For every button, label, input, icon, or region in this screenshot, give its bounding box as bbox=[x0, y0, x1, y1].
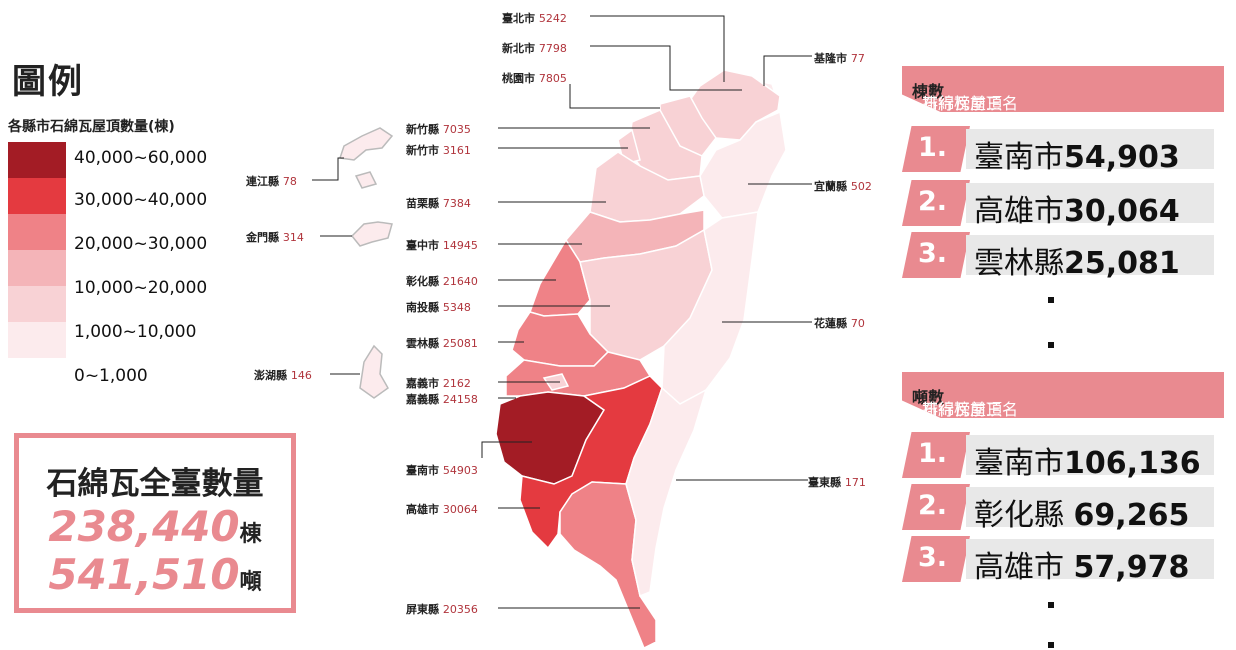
label-keelung: 基隆市 77 bbox=[814, 52, 865, 65]
ranking-buildings-header: 石綿瓦屋頂棟數排行榜前三名 bbox=[902, 66, 1224, 112]
total-title: 石綿瓦全臺數量 bbox=[46, 466, 264, 502]
legend-title: 圖例 bbox=[12, 62, 84, 102]
region-taitung bbox=[625, 386, 708, 598]
ranking-tonnage-header: 石綿瓦屋頂噸數排行榜前三名 bbox=[902, 372, 1224, 418]
label-pingtung: 屏東縣 20356 bbox=[406, 603, 478, 616]
label-taitung: 臺東縣 171 bbox=[808, 476, 866, 489]
label-lienchiang: 連江縣 78 bbox=[246, 175, 297, 188]
label-changhua: 彰化縣 21640 bbox=[406, 275, 478, 288]
rank-value: 69,265 bbox=[1073, 498, 1190, 533]
label-taoyuan: 桃園市 7805 bbox=[502, 72, 567, 85]
total-buildings-value: 238,440 bbox=[48, 502, 240, 551]
label-taichung: 臺中市 14945 bbox=[406, 239, 478, 252]
rank-number: 1. bbox=[918, 132, 948, 163]
rank-number: 3. bbox=[918, 542, 948, 573]
total-buildings-unit: 棟 bbox=[239, 522, 262, 547]
region-penghu bbox=[359, 344, 389, 399]
total-tonnage-unit: 噸 bbox=[239, 570, 262, 595]
rank-value: 30,064 bbox=[1064, 194, 1180, 229]
legend-subtitle: 各縣市石綿瓦屋頂數量(棟) bbox=[8, 119, 175, 135]
ranking-buildings-item-1: 1. 臺南市54,903 bbox=[902, 126, 1224, 175]
label-new-taipei: 新北市 7798 bbox=[502, 42, 567, 55]
label-tainan: 臺南市 54903 bbox=[406, 464, 478, 477]
rank-number: 2. bbox=[918, 186, 948, 217]
legend-swatch-3 bbox=[8, 214, 66, 250]
legend-swatch-1 bbox=[8, 142, 66, 178]
total-tonnage-value: 541,510 bbox=[48, 550, 240, 599]
ellipsis-dot bbox=[1048, 297, 1054, 303]
rank-name: 雲林縣 bbox=[974, 246, 1064, 281]
ranking-header-prefix: 石綿瓦屋頂 bbox=[922, 400, 1003, 419]
ellipsis-dot bbox=[1048, 342, 1054, 348]
legend-label: 1,000~10,000 bbox=[74, 322, 197, 342]
ranking-tonnage-item-3: 3. 高雄市 57,978 bbox=[902, 536, 1224, 585]
total-box: 石綿瓦全臺數量 238,440棟 541,510噸 bbox=[14, 433, 296, 613]
legend-label: 20,000~30,000 bbox=[74, 234, 208, 254]
rank-name: 彰化縣 bbox=[974, 498, 1064, 533]
rank-number: 1. bbox=[918, 438, 948, 469]
total-buildings-row: 238,440棟 bbox=[19, 502, 291, 551]
rank-value: 106,136 bbox=[1064, 446, 1201, 481]
legend-label: 10,000~20,000 bbox=[74, 278, 208, 298]
legend-swatch-4 bbox=[8, 250, 66, 286]
legend-label: 40,000~60,000 bbox=[74, 148, 208, 168]
rank-value: 54,903 bbox=[1064, 140, 1180, 175]
ranking-header-highlight: 棟數 bbox=[912, 82, 945, 101]
rank-name: 臺南市 bbox=[974, 446, 1064, 481]
ranking-header-suffix: 排行榜前三名 bbox=[922, 400, 1019, 419]
label-chiayi-city: 嘉義市 2162 bbox=[406, 377, 471, 390]
leader-taoyuan bbox=[569, 84, 660, 109]
legend-label: 0~1,000 bbox=[74, 366, 148, 386]
region-kinmen bbox=[350, 221, 393, 247]
label-kinmen: 金門縣 314 bbox=[246, 231, 304, 244]
label-yilan: 宜蘭縣 502 bbox=[814, 180, 872, 193]
label-chiayi-county: 嘉義縣 24158 bbox=[406, 393, 478, 406]
label-taipei: 臺北市 5242 bbox=[502, 12, 567, 25]
label-penghu: 澎湖縣 146 bbox=[254, 369, 312, 382]
ranking-header-highlight: 噸數 bbox=[912, 388, 945, 407]
rank-name: 高雄市 bbox=[974, 550, 1064, 585]
ellipsis-dot bbox=[1048, 602, 1054, 608]
leader-keelung bbox=[763, 55, 812, 86]
rank-value: 25,081 bbox=[1064, 246, 1180, 281]
leader-new-taipei bbox=[590, 45, 742, 91]
ellipsis-dot bbox=[1048, 642, 1054, 648]
region-lienchiang bbox=[339, 127, 394, 161]
legend-swatch-6 bbox=[8, 322, 66, 358]
rank-value: 57,978 bbox=[1073, 550, 1190, 585]
legend-label: 30,000~40,000 bbox=[74, 190, 208, 210]
legend-swatch-2 bbox=[8, 178, 66, 214]
ranking-header-suffix: 排行榜前三名 bbox=[922, 94, 1019, 113]
rank-name: 高雄市 bbox=[974, 194, 1064, 229]
ranking-header-prefix: 石綿瓦屋頂 bbox=[922, 94, 1003, 113]
label-miaoli: 苗栗縣 7384 bbox=[406, 197, 471, 210]
leader-taipei bbox=[590, 15, 725, 82]
rank-number: 2. bbox=[918, 490, 948, 521]
ranking-tonnage-item-2: 2. 彰化縣 69,265 bbox=[902, 484, 1224, 533]
label-kaohsiung: 高雄市 30064 bbox=[406, 503, 478, 516]
rank-number: 3. bbox=[918, 238, 948, 269]
leader-lienchiang bbox=[312, 157, 344, 181]
label-hualien: 花蓮縣 70 bbox=[814, 317, 865, 330]
total-tonnage-row: 541,510噸 bbox=[19, 550, 291, 599]
label-hsinchu-city: 新竹市 3161 bbox=[406, 144, 471, 157]
ranking-buildings-item-2: 2. 高雄市30,064 bbox=[902, 180, 1224, 229]
ranking-tonnage-item-1: 1. 臺南市106,136 bbox=[902, 432, 1224, 481]
label-hsinchu-county: 新竹縣 7035 bbox=[406, 123, 471, 136]
label-yunlin: 雲林縣 25081 bbox=[406, 337, 478, 350]
ranking-buildings-item-3: 3. 雲林縣25,081 bbox=[902, 232, 1224, 281]
leader-tainan bbox=[481, 441, 532, 458]
label-nantou: 南投縣 5348 bbox=[406, 301, 471, 314]
region-lienchiang-islet bbox=[354, 171, 378, 189]
legend-swatch-5 bbox=[8, 286, 66, 322]
rank-name: 臺南市 bbox=[974, 140, 1064, 175]
